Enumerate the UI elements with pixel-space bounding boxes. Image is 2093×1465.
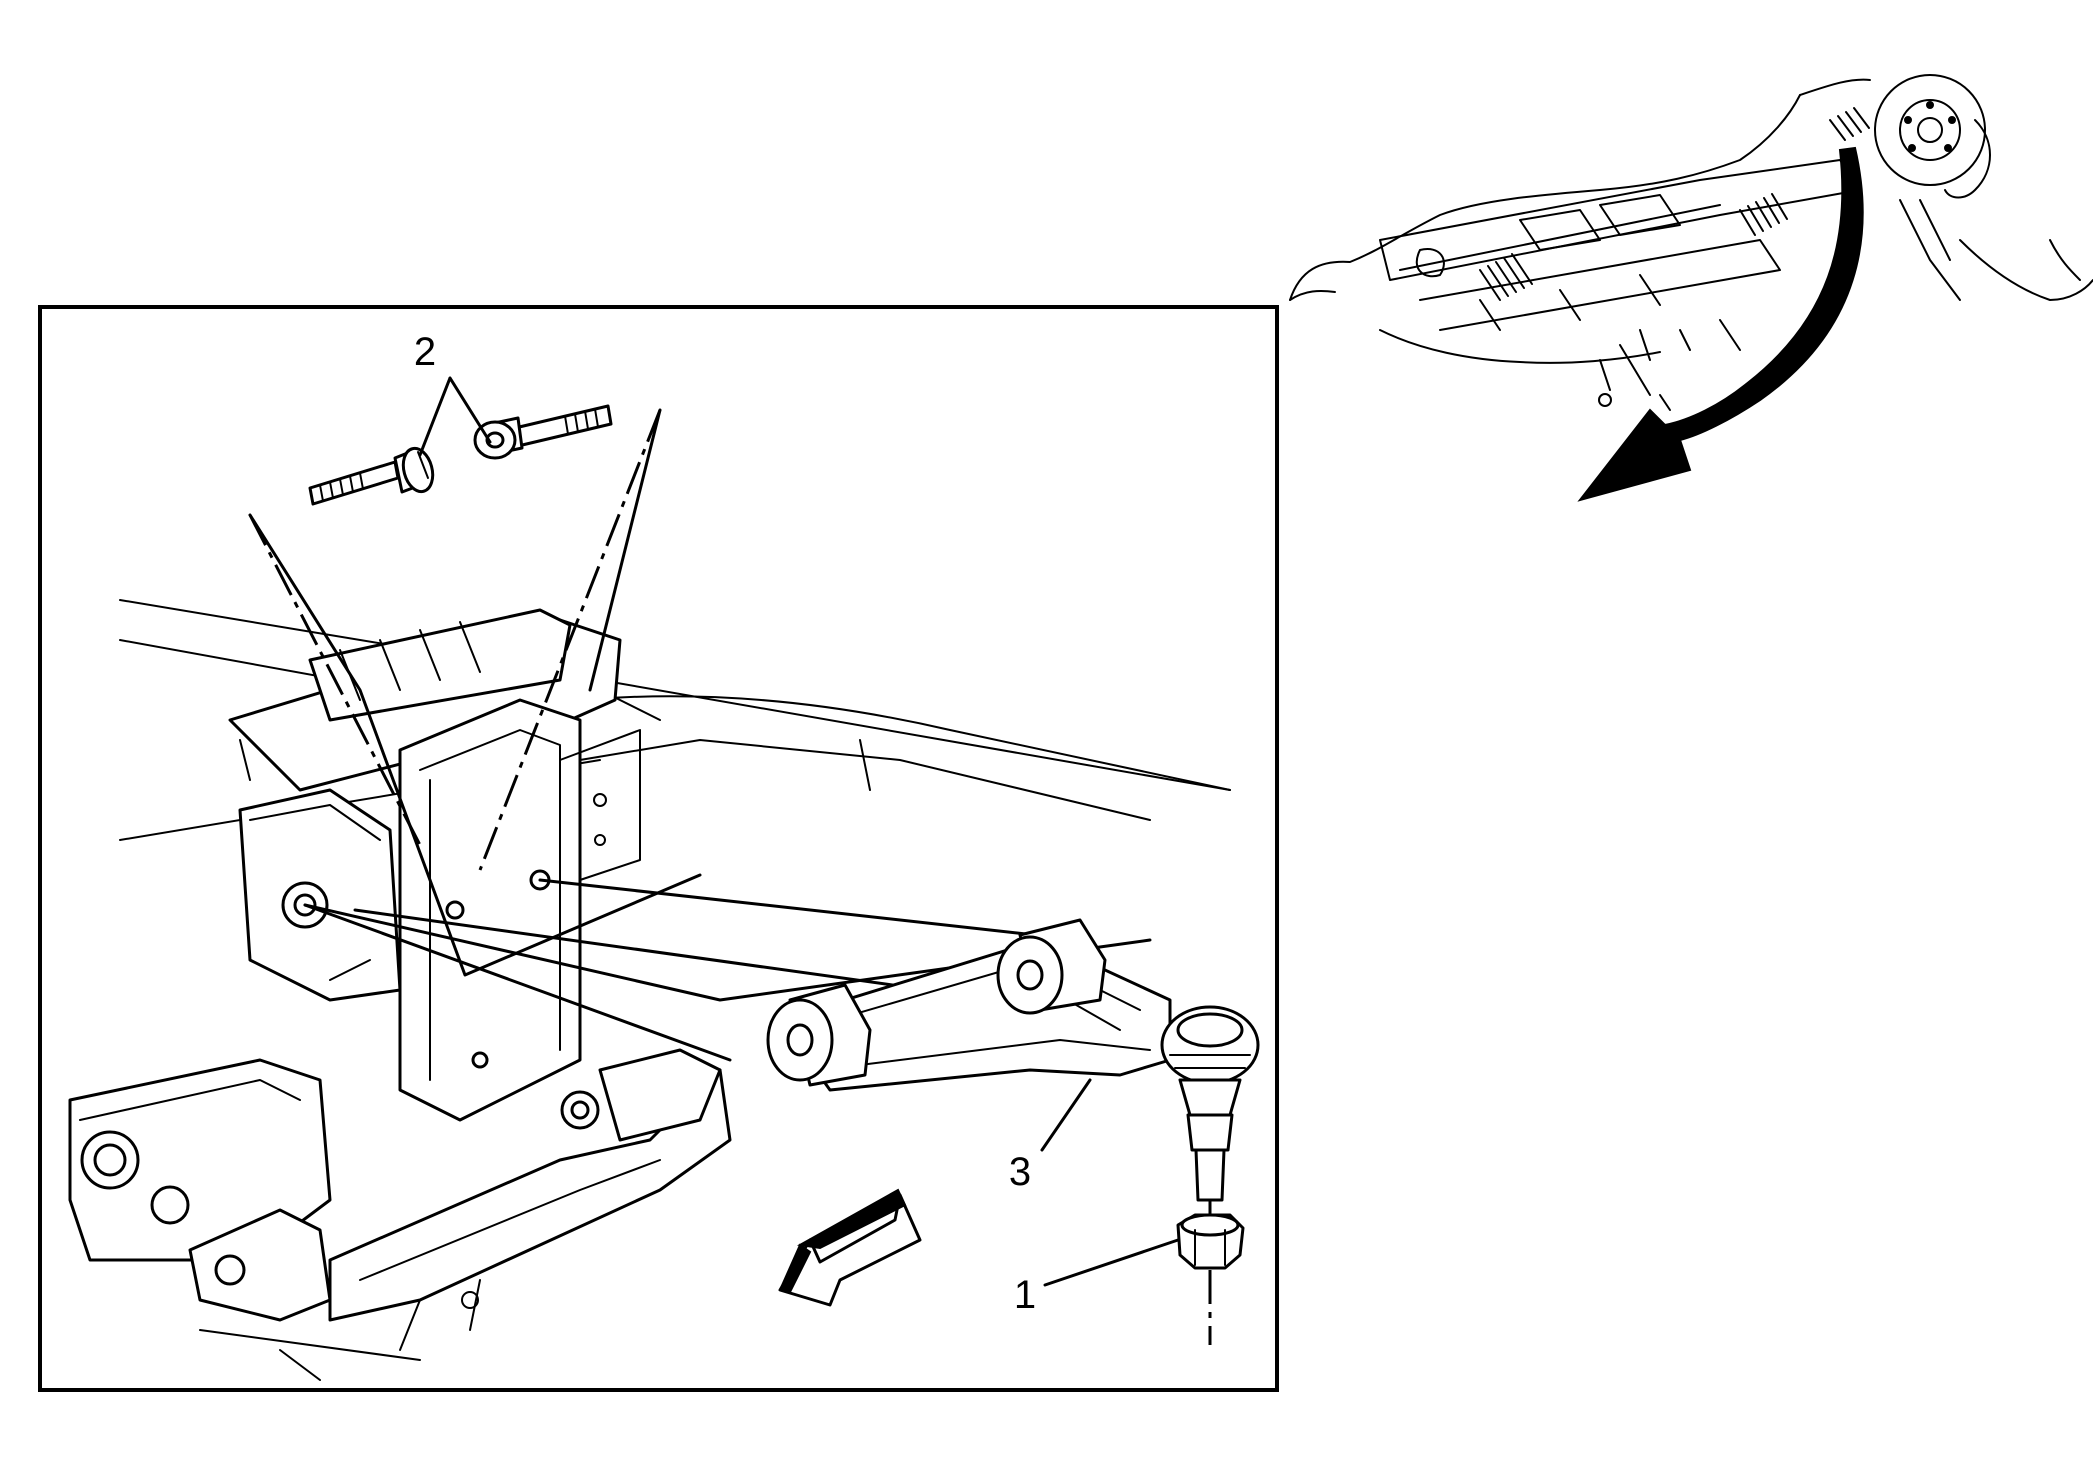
forward-direction-arrow	[778, 1188, 922, 1307]
callout-1-group: 1	[1014, 1238, 1180, 1317]
upper-control-arm	[766, 918, 1260, 1202]
lower-control-arm	[68, 1048, 732, 1381]
steering-boot-left	[1479, 253, 1533, 301]
callout-1-leader	[1043, 1238, 1180, 1287]
callout-1-label: 1	[1014, 1273, 1036, 1317]
callout-2-label: 2	[414, 330, 436, 374]
callout-3-label: 3	[1009, 1150, 1031, 1194]
mounting-bolt-1	[308, 446, 435, 506]
front-bushing	[996, 918, 1107, 1015]
detail-view-frame	[38, 305, 1279, 1392]
view-direction-arrow	[1577, 146, 1864, 502]
callout-2-group: 2	[414, 330, 492, 457]
detail-view	[68, 404, 1260, 1381]
rear-mount-bracket	[398, 698, 641, 1122]
mounting-bolt-2	[473, 404, 613, 460]
steering-boot-right	[1739, 193, 1788, 236]
wheel-hub	[1874, 74, 1991, 199]
ball-joint	[1160, 1005, 1260, 1202]
rear-bushing	[766, 983, 872, 1087]
ball-joint-nut	[1176, 1213, 1245, 1270]
vehicle-locator-inset	[1289, 74, 2093, 502]
callout-3-group: 3	[1009, 1078, 1092, 1194]
callout-2-leader	[418, 376, 492, 457]
front-mount-bracket	[238, 788, 402, 1002]
callout-3-leader	[1040, 1078, 1092, 1152]
